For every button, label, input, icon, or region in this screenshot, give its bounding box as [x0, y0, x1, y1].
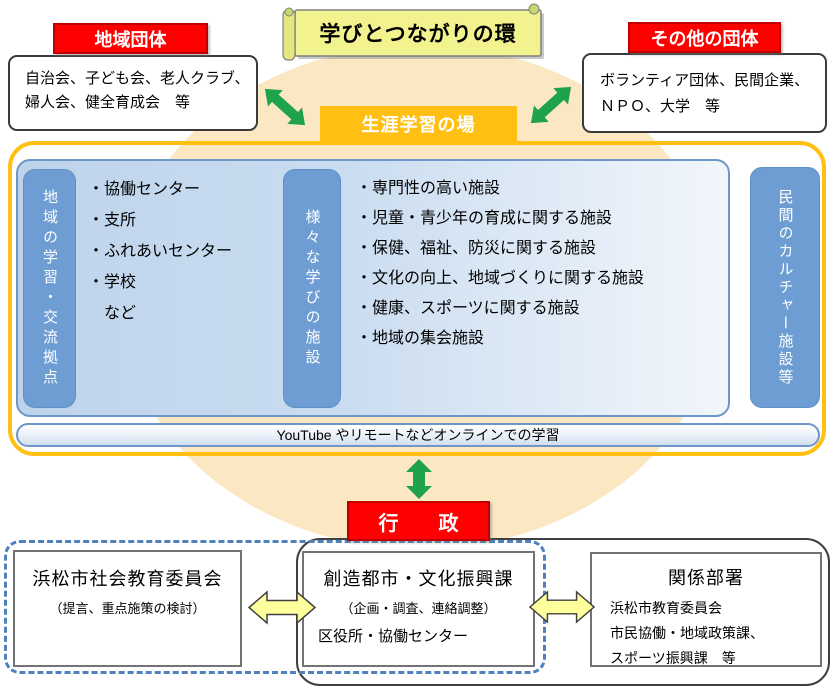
division-subtitle: （企画・調査、連絡調整） — [340, 601, 497, 616]
related-departments-box: 関係部署 浜松市教育委員会 市民協働・地域政策課、 スポーツ振興課 等 — [590, 552, 822, 667]
green-double-arrow-left-icon — [264, 88, 306, 126]
local-learning-bases-list: ・協働センター ・支所 ・ふれあいセンター ・学校 など — [88, 174, 232, 329]
list-item: ・健康、スポーツに関する施設 — [356, 300, 580, 317]
lifelong-learning-label: 生涯学習の場 — [320, 106, 517, 142]
list-item: スポーツ振興課 等 — [610, 650, 736, 666]
list-item: ・保健、福祉、防災に関する施設 — [356, 240, 597, 257]
regional-groups-label: 地域団体 — [53, 23, 208, 54]
culture-promotion-division-box: 創造都市・文化振興課 （企画・調査、連絡調整） 区役所・協働センター — [302, 551, 535, 667]
departments-title: 関係部署 — [668, 568, 744, 588]
regional-groups-box: 自治会、子ども会、老人クラブ、 婦人会、健全育成会 等 — [8, 55, 258, 131]
other-groups-label: その他の団体 — [628, 22, 781, 53]
other-groups-line1: ボランティア団体、民間企業、 — [600, 72, 810, 89]
list-item: ・支所 — [88, 212, 137, 229]
committee-title: 浜松市社会教育委員会 — [32, 569, 223, 589]
division-title: 創造都市・文化振興課 — [323, 569, 514, 589]
list-item: ・専門性の高い施設 — [356, 180, 501, 197]
list-item: ・文化の向上、地域づくりに関する施設 — [356, 270, 645, 287]
other-groups-line2: ＮＰＯ、大学 等 — [600, 98, 721, 115]
regional-groups-line2: 婦人会、健全育成会 等 — [25, 94, 191, 111]
list-item: ・児童・青少年の育成に関する施設 — [356, 210, 613, 227]
list-item: ・協働センター — [88, 181, 201, 198]
list-item: ・ふれあいセンター — [88, 243, 233, 260]
other-groups-box: ボランティア団体、民間企業、 ＮＰＯ、大学 等 — [582, 53, 827, 133]
list-item: など — [88, 305, 137, 322]
lifelong-learning-frame — [8, 141, 826, 456]
yellow-double-arrow-left-icon — [247, 590, 317, 625]
list-item: ・学校 — [88, 274, 137, 291]
facilities-panel — [16, 159, 730, 417]
page-title: 学びとつながりの環 — [319, 23, 517, 46]
green-double-arrow-vertical-icon — [406, 459, 432, 499]
green-double-arrow-right-icon — [530, 86, 572, 124]
committee-subtitle: （提言、重点施策の検討） — [49, 601, 206, 616]
various-learning-facilities-bar: 様々な学びの施設 — [283, 169, 341, 408]
social-education-committee-box: 浜松市社会教育委員会 （提言、重点施策の検討） — [13, 550, 242, 667]
online-learning-strip: YouTube やリモートなどオンラインでの学習 — [16, 423, 820, 447]
local-learning-bases-bar: 地域の学習・交流拠点 — [23, 169, 76, 408]
various-learning-facilities-list: ・専門性の高い施設 ・児童・青少年の育成に関する施設 ・保健、福祉、防災に関する… — [356, 174, 644, 354]
list-item: ・地域の集会施設 — [356, 330, 485, 347]
yellow-double-arrow-right-icon — [528, 590, 596, 624]
regional-groups-line1: 自治会、子ども会、老人クラブ、 — [25, 70, 250, 87]
private-culture-facilities-bar: 民間のカルチャー施設等 — [750, 167, 820, 408]
division-line3: 区役所・協働センター — [318, 628, 469, 645]
government-label: 行 政 — [347, 501, 490, 541]
scroll-banner-icon — [282, 3, 544, 61]
departments-lines: 浜松市教育委員会 市民協働・地域政策課、 スポーツ振興課 等 — [592, 596, 820, 671]
list-item: 浜松市教育委員会 — [610, 600, 722, 616]
list-item: 市民協働・地域政策課、 — [610, 625, 764, 641]
